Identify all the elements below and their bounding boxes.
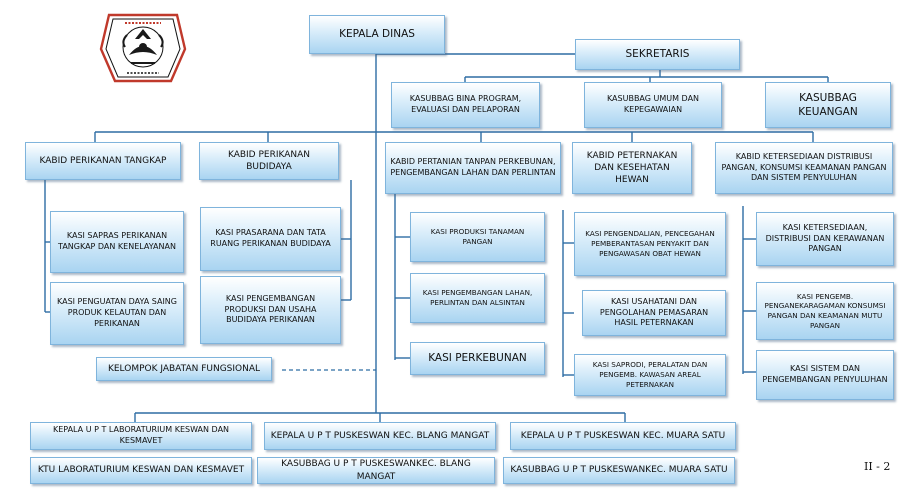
kasi-saprodi-label: KASI SAPRODI, PERALATAN DAN PENGEMB. KAW… <box>592 360 708 389</box>
kasi-saprodi-box: KASI SAPRODI, PERALATAN DAN PENGEMB. KAW… <box>574 354 726 396</box>
kasubbag-umum-label: KASUBBAG UMUM DAN KEPEGAWAIAN <box>606 94 700 114</box>
kasubbag-bina-program-box: KASUBBAG BINA PROGRAM, EVALUASI DAN PELA… <box>391 82 540 128</box>
kabid-ketersediaan-label: KABID KETERSEDIAAN DISTRIBUSI PANGAN, KO… <box>721 151 887 183</box>
upt-lab-ktu-box: KTU LABORATURIUM KESWAN DAN KESMAVET <box>30 457 252 484</box>
kasi-penganekaragaman-box: KASI PENGEMB. PENGANEKARAGAMAN KONSUMSI … <box>756 282 894 340</box>
kabid-pertanian-box: KABID PERTANIAN TANPAN PERKEBUNAN, PENGE… <box>385 142 561 194</box>
upt-blang-kepala-label: KEPALA U P T PUSKESWAN KEC. BLANG MANGAT <box>270 430 490 441</box>
kasi-pengembangan-lahan-label: KASI PENGEMBANGAN LAHAN, PERLINTAN DAN A… <box>422 288 533 307</box>
kabid-perikanan-budidaya-box: KABID PERIKANAN BUDIDAYA <box>199 142 339 180</box>
kasubbag-keuangan-box: KASUBBAG KEUANGAN <box>765 82 891 128</box>
kasi-pengembangan-lahan-box: KASI PENGEMBANGAN LAHAN, PERLINTAN DAN A… <box>410 273 545 323</box>
kasi-penguatan-label: KASI PENGUATAN DAYA SAING PRODUK KELAUTA… <box>57 297 177 328</box>
kasi-produksi-tanaman-label: KASI PRODUKSI TANAMAN PANGAN <box>430 227 525 246</box>
kabid-peternakan-box: KABID PETERNAKAN DAN KESEHATAN HEWAN <box>572 142 692 194</box>
kasi-penganekaragaman-label: KASI PENGEMB. PENGANEKARAGAMAN KONSUMSI … <box>764 291 886 330</box>
upt-muara-kepala-label: KEPALA U P T PUSKESWAN KEC. MUARA SATU <box>520 430 726 441</box>
kasi-pengembangan-produksi-box: KASI PENGEMBANGAN PRODUKSI DAN USAHA BUD… <box>200 276 341 344</box>
upt-lab-ktu-label: KTU LABORATURIUM KESWAN DAN KESMAVET <box>37 465 245 476</box>
kasi-perkebunan-box: KASI PERKEBUNAN <box>410 342 545 375</box>
kasi-pengembangan-produksi-label: KASI PENGEMBANGAN PRODUKSI DAN USAHA BUD… <box>224 293 317 325</box>
kepala-dinas-label: KEPALA DINAS <box>339 28 415 41</box>
kabid-pertanian-label: KABID PERTANIAN TANPAN PERKEBUNAN, PENGE… <box>390 157 556 177</box>
kasi-sapras-label: KASI SAPRAS PERIKANAN TANGKAP DAN KENELA… <box>58 231 176 251</box>
upt-blang-kasubbag-label: KASUBBAG U P T PUSKESWANKEC. BLANG MANGA… <box>281 459 471 482</box>
kelompok-jabatan-fungsional-box: KELOMPOK JABATAN FUNGSIONAL <box>96 357 272 381</box>
kabid-ketersediaan-box: KABID KETERSEDIAAN DISTRIBUSI PANGAN, KO… <box>715 142 893 194</box>
kasubbag-keuangan-label: KASUBBAG KEUANGAN <box>798 91 858 118</box>
kasi-produksi-tanaman-box: KASI PRODUKSI TANAMAN PANGAN <box>410 212 545 262</box>
kasi-prasarana-box: KASI PRASARANA DAN TATA RUANG PERIKANAN … <box>200 207 341 271</box>
kasi-pengendalian-label: KASI PENGENDALIAN, PENCEGAHAN PEMBERANTA… <box>585 229 715 258</box>
pemerintah-kota-lhokseumawe-emblem-icon <box>99 13 187 83</box>
kasi-sistem-box: KASI SISTEM DAN PENGEMBANGAN PENYULUHAN <box>756 350 894 400</box>
kabid-perikanan-tangkap-label: KABID PERIKANAN TANGKAP <box>39 155 167 166</box>
kasi-usahatani-box: KASI USAHATANI DAN PENGOLAHAN PEMASARAN … <box>582 290 726 336</box>
kabid-perikanan-budidaya-label: KABID PERIKANAN BUDIDAYA <box>227 149 311 172</box>
kasubbag-bina-program-label: KASUBBAG BINA PROGRAM, EVALUASI DAN PELA… <box>409 94 522 114</box>
kasi-sistem-label: KASI SISTEM DAN PENGEMBANGAN PENYULUHAN <box>762 364 888 384</box>
upt-muara-kasubbag-label: KASUBBAG U P T PUSKESWANKEC. MUARA SATU <box>510 465 728 476</box>
kabid-peternakan-label: KABID PETERNAKAN DAN KESEHATAN HEWAN <box>586 150 678 186</box>
upt-muara-kasubbag-box: KASUBBAG U P T PUSKESWANKEC. MUARA SATU <box>503 457 735 484</box>
kasi-ketersediaan-box: KASI KETERSEDIAAN, DISTRIBUSI DAN KERAWA… <box>756 212 894 266</box>
kasi-perkebunan-label: KASI PERKEBUNAN <box>428 352 527 365</box>
sekretaris-label: SEKRETARIS <box>625 48 690 61</box>
upt-blang-kasubbag-box: KASUBBAG U P T PUSKESWANKEC. BLANG MANGA… <box>257 457 495 484</box>
upt-blang-kepala-box: KEPALA U P T PUSKESWAN KEC. BLANG MANGAT <box>264 422 496 450</box>
upt-lab-kepala-box: KEPALA U P T LABORATURIUM KESWAN DAN KES… <box>30 422 252 450</box>
kasi-ketersediaan-label: KASI KETERSEDIAAN, DISTRIBUSI DAN KERAWA… <box>765 222 885 254</box>
upt-muara-kepala-box: KEPALA U P T PUSKESWAN KEC. MUARA SATU <box>510 422 736 450</box>
kasi-penguatan-box: KASI PENGUATAN DAYA SAING PRODUK KELAUTA… <box>50 282 184 345</box>
kabid-perikanan-tangkap-box: KABID PERIKANAN TANGKAP <box>25 142 181 180</box>
kasi-prasarana-label: KASI PRASARANA DAN TATA RUANG PERIKANAN … <box>210 228 331 248</box>
kepala-dinas-box: KEPALA DINAS <box>309 15 445 54</box>
kasi-pengendalian-box: KASI PENGENDALIAN, PENCEGAHAN PEMBERANTA… <box>574 212 726 276</box>
kasubbag-umum-box: KASUBBAG UMUM DAN KEPEGAWAIAN <box>584 82 722 128</box>
kasi-usahatani-label: KASI USAHATANI DAN PENGOLAHAN PEMASARAN … <box>599 296 709 328</box>
kelompok-jabatan-fungsional-label: KELOMPOK JABATAN FUNGSIONAL <box>107 363 261 374</box>
kasi-sapras-box: KASI SAPRAS PERIKANAN TANGKAP DAN KENELA… <box>50 211 184 273</box>
upt-lab-kepala-label: KEPALA U P T LABORATURIUM KESWAN DAN KES… <box>52 425 230 445</box>
page-number: II - 2 <box>864 460 891 473</box>
sekretaris-box: SEKRETARIS <box>575 39 740 70</box>
